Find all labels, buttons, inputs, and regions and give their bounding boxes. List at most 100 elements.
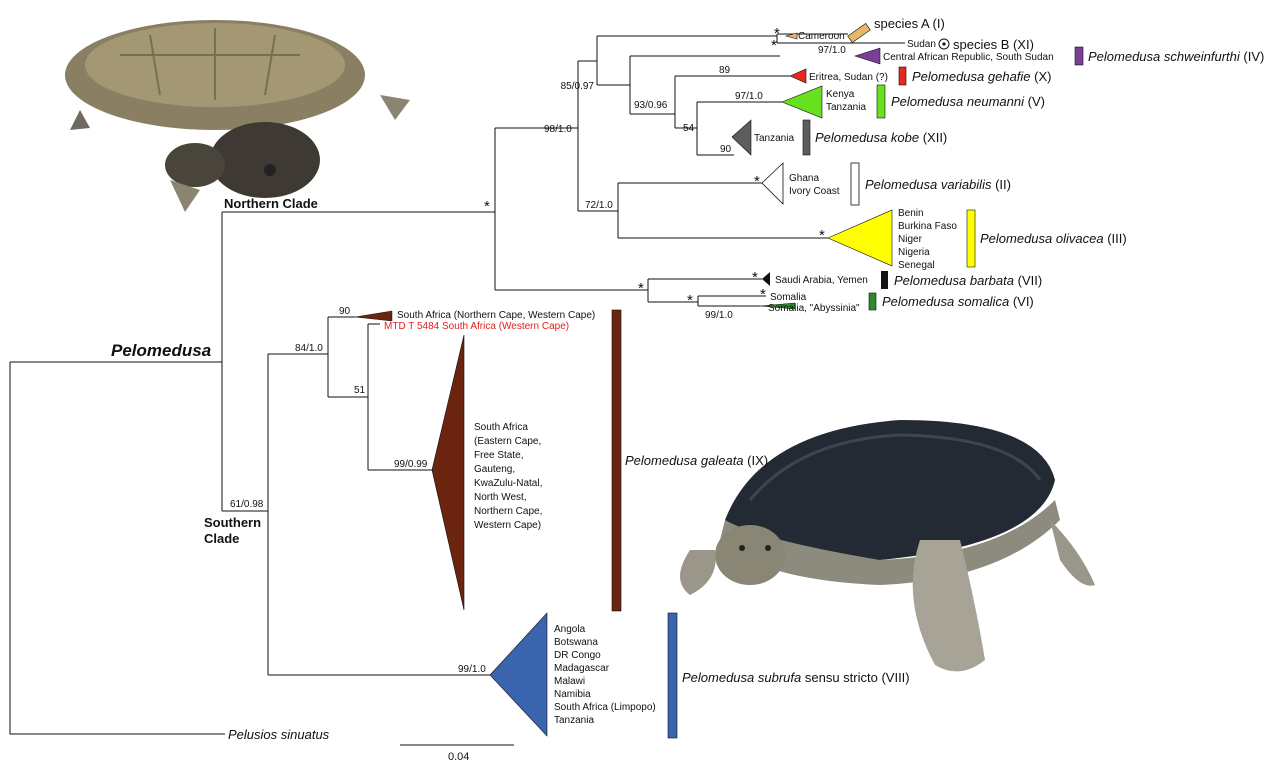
label-barbata: Pelomedusa barbata (VII)	[894, 273, 1042, 288]
locality-subrufa-0: Angola	[554, 624, 586, 635]
star-olivacea: *	[819, 227, 825, 244]
label-schweinfurthi: Pelomedusa schweinfurthi (IV)	[1088, 49, 1264, 64]
support-51: 51	[354, 385, 366, 396]
locality-senegal: Senegal	[898, 260, 935, 271]
locality-subrufa-1: Botswana	[554, 637, 598, 648]
label-neumanni: Pelomedusa neumanni (V)	[891, 94, 1045, 109]
support-90-sa: 90	[339, 306, 351, 317]
label-gehafie: Pelomedusa gehafie (X)	[912, 69, 1052, 84]
support-72: 72/1.0	[585, 200, 613, 211]
locality-galeata-3: Gauteng,	[474, 464, 515, 475]
locality-somalia: Somalia	[770, 292, 807, 303]
locality-car: Central African Republic, South Sudan	[883, 52, 1054, 63]
star-variabilis: *	[754, 173, 760, 190]
triangle-kobe	[732, 120, 751, 155]
locality-subrufa-6: South Africa (Limpopo)	[554, 702, 656, 713]
locality-galeata-6: Northern Cape,	[474, 506, 542, 517]
star-northern: *	[484, 198, 490, 215]
bar-neumanni	[877, 85, 885, 118]
scale-bar-label: 0.04	[448, 751, 469, 762]
locality-galeata-7: Western Cape)	[474, 520, 541, 531]
genus-label: Pelomedusa	[111, 341, 211, 360]
locality-subrufa-7: Tanzania	[554, 715, 594, 726]
support-84: 84/1.0	[295, 343, 323, 354]
bar-subrufa	[668, 613, 677, 738]
support-97-schweinfurthi: 97/1.0	[818, 45, 846, 56]
southern-clade-label-2: Clade	[204, 531, 239, 546]
triangle-barbata	[762, 272, 770, 286]
locality-subrufa-2: DR Congo	[554, 650, 601, 661]
bar-galeata	[612, 310, 621, 611]
support-98: 98/1.0	[544, 124, 572, 135]
label-kobe: Pelomedusa kobe (XII)	[815, 130, 947, 145]
star-barbata: *	[752, 269, 758, 286]
triangle-neumanni	[782, 86, 822, 118]
star-somalica: *	[687, 292, 693, 309]
label-somalica: Pelomedusa somalica (VI)	[882, 294, 1034, 309]
turtle-photo-top-left	[65, 20, 410, 212]
locality-kenya: Kenya	[826, 89, 855, 100]
bar-schweinfurthi	[1075, 47, 1083, 65]
locality-somalia-abyssinia: Somalia, "Abyssinia"	[768, 303, 860, 314]
locality-sa-top: South Africa (Northern Cape, Western Cap…	[397, 310, 595, 321]
support-99-somalica: 99/1.0	[705, 310, 733, 321]
support-99-galeata: 99/0.99	[394, 459, 428, 470]
bar-gehafie	[899, 67, 906, 85]
star-barbata-somalica: *	[638, 280, 644, 297]
triangle-galeata	[432, 335, 464, 610]
support-97-neumanni: 97/1.0	[735, 91, 763, 102]
bar-kobe	[803, 120, 810, 155]
locality-ghana: Ghana	[789, 173, 819, 184]
locality-galeata-0: South Africa	[474, 422, 528, 433]
bar-species-a	[848, 23, 871, 42]
locality-nigeria: Nigeria	[898, 247, 930, 258]
label-species-b: species B (XI)	[953, 37, 1034, 52]
support-85: 85/0.97	[561, 81, 595, 92]
locality-ivory-coast: Ivory Coast	[789, 186, 840, 197]
locality-galeata-4: KwaZulu-Natal,	[474, 478, 542, 489]
label-galeata: Pelomedusa galeata (IX)	[625, 453, 768, 468]
locality-burkina-faso: Burkina Faso	[898, 221, 957, 232]
locality-sudan: Sudan	[907, 39, 936, 50]
locality-benin: Benin	[898, 208, 924, 219]
label-subrufa: Pelomedusa subrufa sensu stricto (VIII)	[682, 670, 910, 685]
locality-subrufa-5: Namibia	[554, 689, 591, 700]
support-93: 93/0.96	[634, 100, 668, 111]
triangle-variabilis	[762, 163, 783, 204]
support-90-kobe: 90	[720, 144, 732, 155]
label-species-a: species A (I)	[874, 16, 945, 31]
support-61: 61/0.98	[230, 499, 264, 510]
bar-barbata	[881, 271, 888, 289]
locality-galeata-1: (Eastern Cape,	[474, 436, 541, 447]
triangle-subrufa	[490, 613, 547, 736]
locality-tanzania: Tanzania	[826, 102, 866, 113]
locality-eritrea: Eritrea, Sudan (?)	[809, 72, 888, 83]
triangle-sa-top	[355, 311, 392, 321]
support-54: 54	[683, 123, 695, 134]
locality-galeata-2: Free State,	[474, 450, 523, 461]
locality-galeata-5: North West,	[474, 492, 527, 503]
star-somalia: *	[760, 286, 766, 303]
label-variabilis: Pelomedusa variabilis (II)	[865, 177, 1011, 192]
locality-kobe: Tanzania	[754, 133, 794, 144]
bar-somalica	[869, 293, 876, 310]
outgroup-label: Pelusios sinuatus	[228, 727, 330, 742]
bar-olivacea	[967, 210, 975, 267]
support-89: 89	[719, 65, 731, 76]
triangle-olivacea	[828, 210, 892, 266]
bar-variabilis	[851, 163, 859, 205]
locality-subrufa-4: Malawi	[554, 676, 585, 687]
triangle-gehafie	[790, 69, 806, 83]
star-sudan: *	[771, 37, 777, 54]
locality-subrufa-3: Madagascar	[554, 663, 610, 674]
clade-triangles	[355, 33, 892, 736]
label-olivacea: Pelomedusa olivacea (III)	[980, 231, 1127, 246]
locality-niger: Niger	[898, 234, 923, 245]
locality-mtd: MTD T 5484 South Africa (Western Cape)	[384, 321, 569, 332]
support-99-subrufa: 99/1.0	[458, 664, 486, 675]
northern-clade-label: Northern Clade	[224, 196, 318, 211]
triangle-schweinfurthi	[855, 48, 880, 64]
locality-barbata: Saudi Arabia, Yemen	[775, 275, 868, 286]
locality-cameroon: Cameroon	[798, 31, 845, 42]
